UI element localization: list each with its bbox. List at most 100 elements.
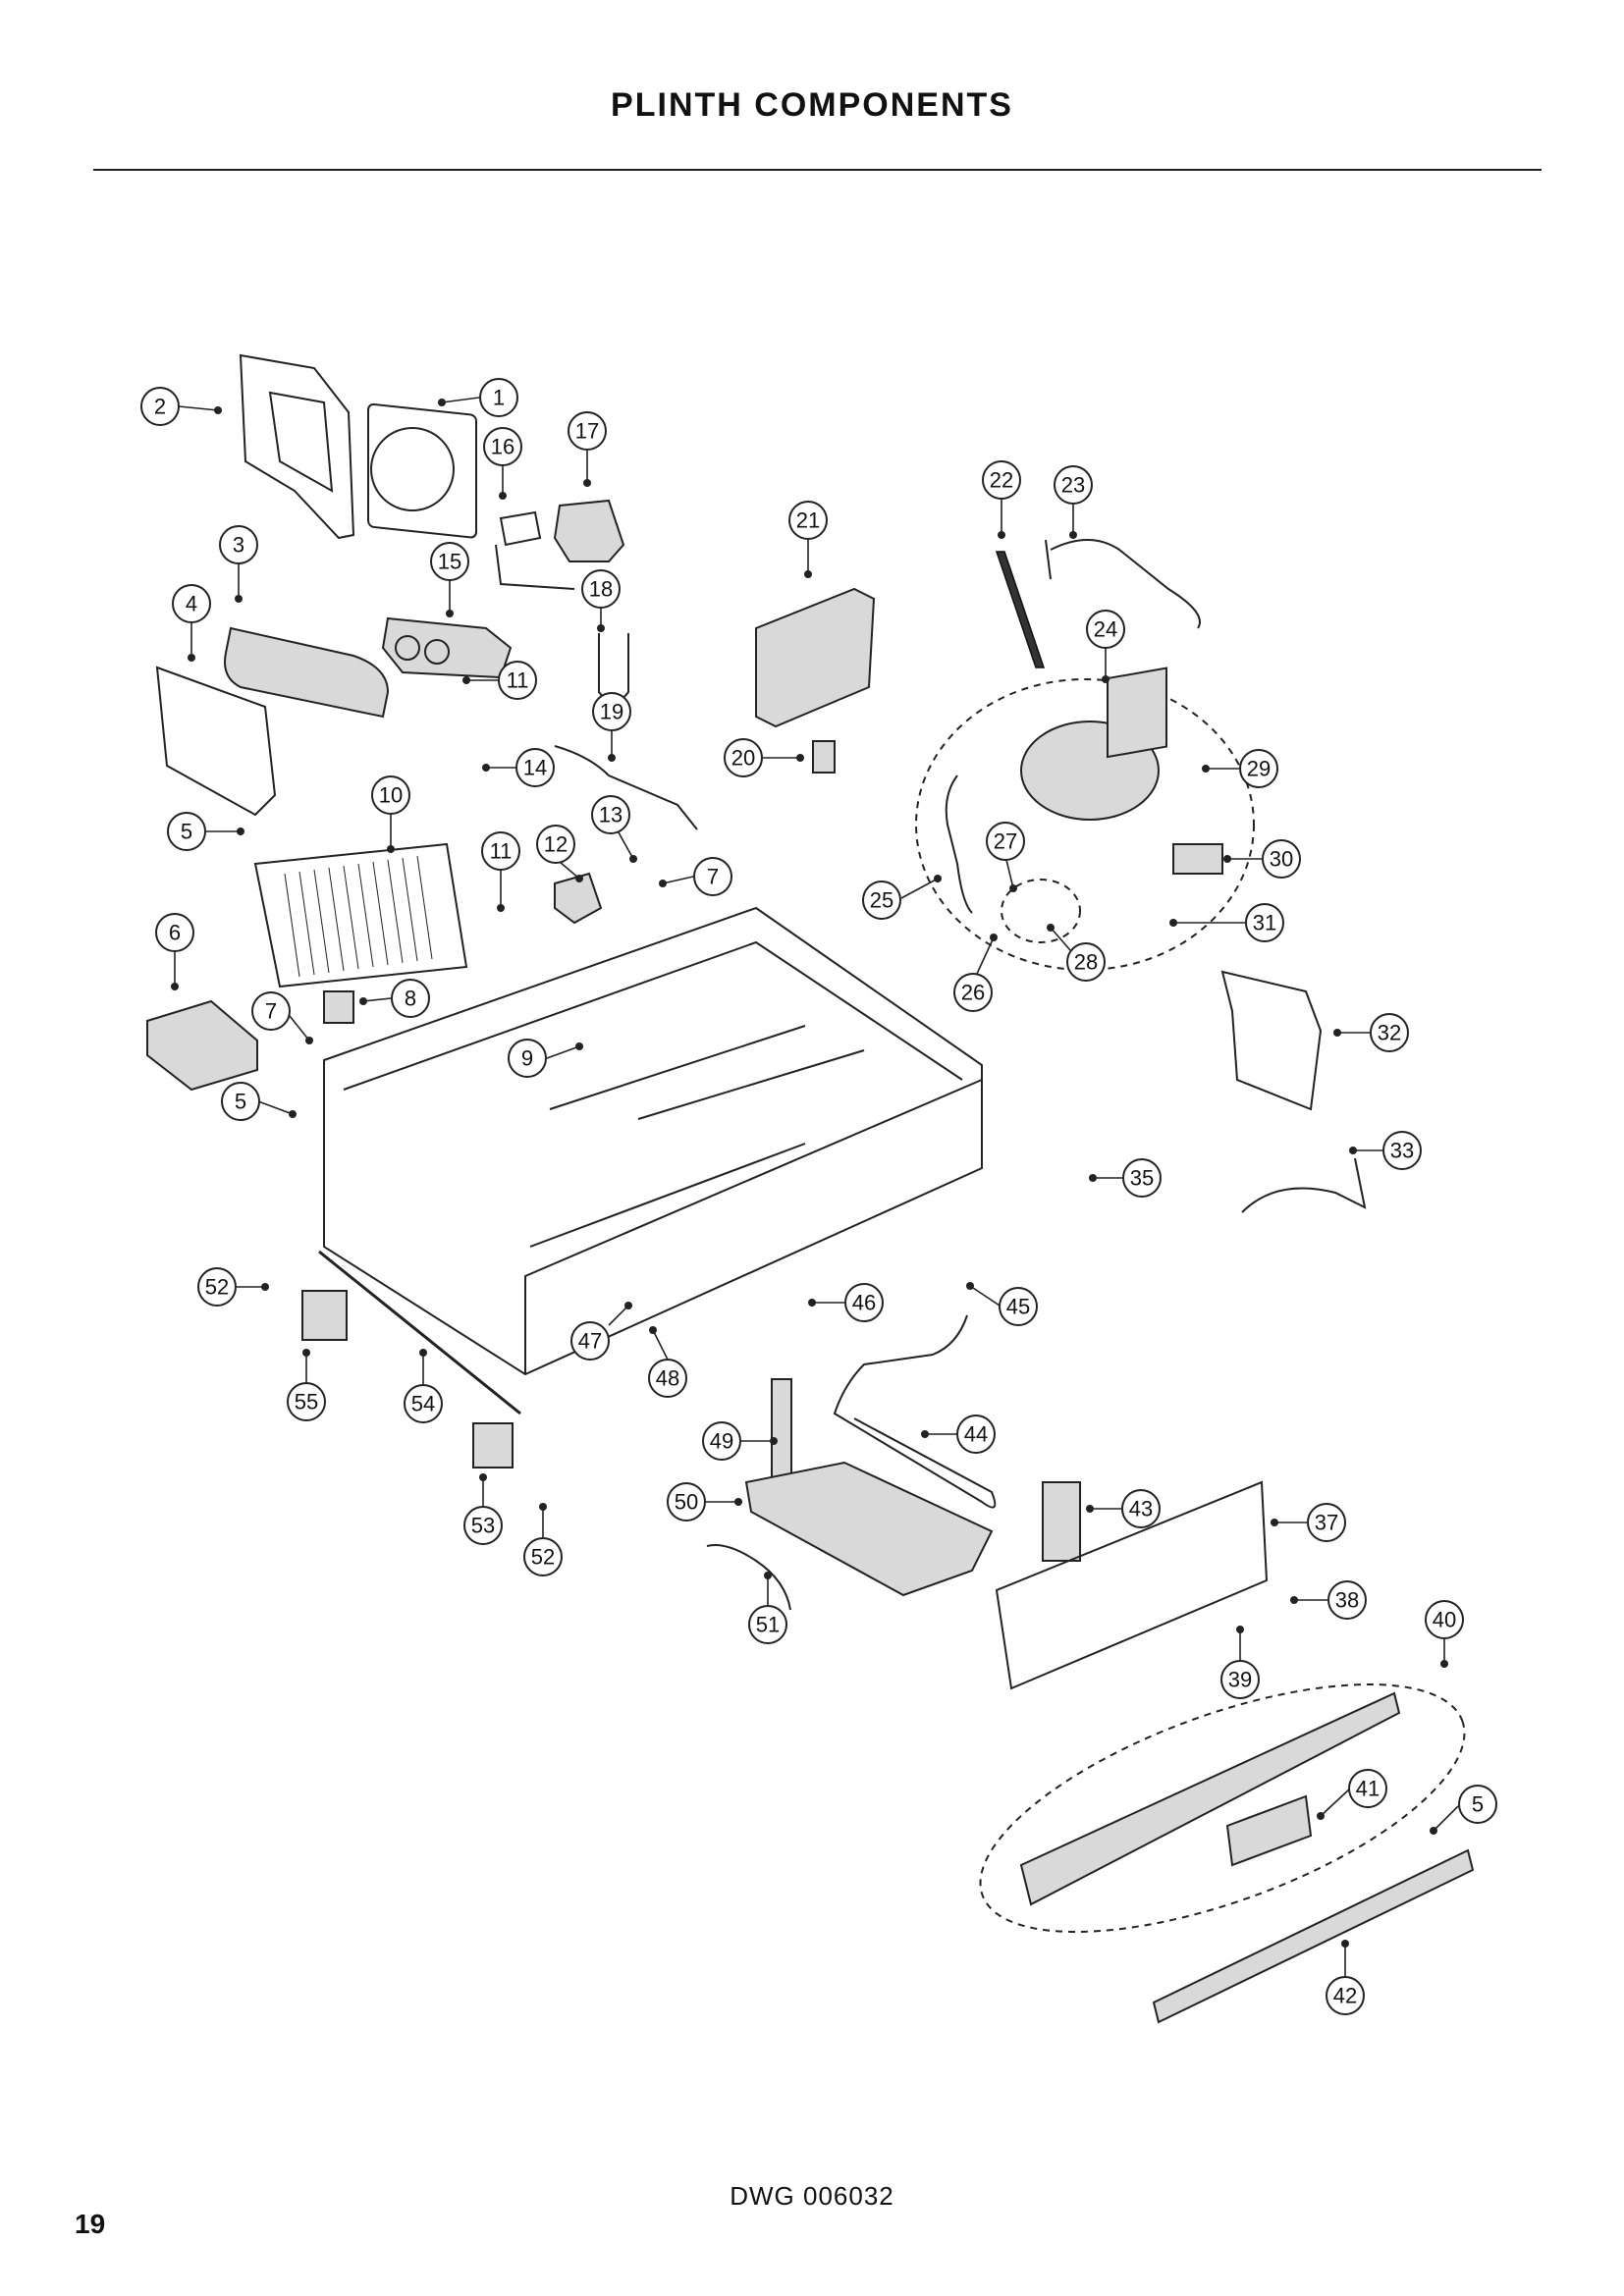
svg-text:1: 1: [493, 386, 505, 410]
heater-loop-drawing: [833, 1314, 997, 1509]
rod-drawing: [995, 551, 1046, 668]
svg-text:14: 14: [523, 756, 547, 780]
svg-text:4: 4: [186, 592, 197, 616]
svg-text:35: 35: [1130, 1166, 1154, 1191]
callout-7a: 7: [659, 857, 732, 896]
controller-drawing: [1107, 667, 1167, 759]
svg-text:52: 52: [531, 1545, 555, 1570]
valve-port-left: [395, 635, 420, 661]
callout-39: 39: [1220, 1626, 1260, 1699]
callout-24: 24: [1086, 610, 1125, 683]
switch-drawing-b: [472, 1422, 514, 1468]
actuator-rod-drawing: [318, 1250, 521, 1415]
fan-drawing: [367, 403, 477, 539]
svg-text:42: 42: [1333, 1984, 1357, 2008]
callout-3: 3: [219, 525, 258, 603]
callout-26: 26: [953, 934, 998, 1012]
svg-text:49: 49: [710, 1429, 733, 1454]
callout-14: 14: [482, 748, 555, 787]
callout-12: 12: [536, 825, 583, 882]
mounting-kit-outline: [1001, 879, 1081, 943]
trim-strip-drawing: [1152, 1848, 1475, 2024]
callout-28: 28: [1047, 924, 1106, 982]
svg-text:53: 53: [471, 1514, 495, 1538]
svg-text:15: 15: [438, 550, 461, 574]
callout-2: 2: [140, 387, 222, 426]
plinth-ribs: [529, 1025, 865, 1248]
plinth-base-inner: [343, 940, 983, 1374]
drain-hose-drawing: [706, 1544, 791, 1611]
svg-text:21: 21: [796, 508, 820, 533]
svg-text:46: 46: [852, 1291, 876, 1315]
svg-text:10: 10: [379, 783, 403, 808]
callout-16: 16: [483, 427, 522, 500]
svg-text:39: 39: [1228, 1668, 1252, 1692]
svg-text:24: 24: [1094, 617, 1117, 642]
callout-44: 44: [921, 1415, 996, 1454]
callout-5b: 5: [221, 1082, 297, 1121]
svg-text:52: 52: [205, 1275, 229, 1300]
callout-23: 23: [1054, 465, 1093, 539]
svg-text:26: 26: [961, 981, 985, 1005]
svg-text:11: 11: [507, 668, 529, 693]
valve-assembly-drawing: [381, 616, 513, 679]
svg-text:5: 5: [235, 1090, 246, 1114]
svg-text:30: 30: [1270, 847, 1293, 872]
svg-text:19: 19: [600, 700, 623, 724]
drain-pipe-drawing: [771, 1378, 792, 1478]
small-block-drawing: [323, 990, 354, 1024]
svg-text:55: 55: [295, 1390, 318, 1415]
switch-drawing-a: [301, 1290, 348, 1341]
callout-30: 30: [1223, 839, 1301, 879]
svg-text:12: 12: [544, 832, 568, 857]
callout-15: 15: [430, 542, 469, 617]
callout-41: 41: [1317, 1769, 1387, 1820]
svg-text:7: 7: [707, 865, 719, 889]
svg-text:38: 38: [1335, 1588, 1359, 1613]
callout-35: 35: [1089, 1158, 1162, 1198]
callout-31: 31: [1169, 903, 1284, 942]
callout-27: 27: [986, 822, 1025, 892]
clamp-drawing: [495, 510, 575, 590]
insulation-block-drawing: [146, 999, 258, 1092]
svg-text:37: 37: [1315, 1511, 1338, 1535]
callout-10: 10: [371, 775, 410, 853]
page-title: PLINTH COMPONENTS: [611, 86, 1013, 124]
callout-37: 37: [1271, 1503, 1346, 1542]
relay-drawing: [1172, 843, 1223, 875]
callout-48: 48: [648, 1326, 687, 1398]
callout-4: 4: [172, 584, 211, 662]
callout-25: 25: [862, 875, 942, 920]
svg-text:47: 47: [578, 1329, 602, 1354]
svg-text:27: 27: [994, 829, 1017, 854]
svg-text:33: 33: [1390, 1139, 1414, 1163]
drain-valve-drawing: [554, 872, 603, 925]
callout-8: 8: [359, 979, 430, 1018]
svg-text:45: 45: [1006, 1295, 1030, 1319]
vent-grille-drawing: [1225, 1794, 1313, 1867]
callout-51: 51: [748, 1572, 787, 1644]
callout-42: 42: [1326, 1940, 1365, 2015]
svg-text:11: 11: [490, 839, 513, 864]
title-divider: [93, 169, 1542, 171]
svg-text:2: 2: [154, 395, 166, 419]
svg-text:5: 5: [1472, 1792, 1484, 1817]
label-drawing: [812, 740, 836, 774]
svg-text:44: 44: [964, 1422, 988, 1447]
callout-9: 9: [508, 1039, 583, 1078]
svg-text:48: 48: [656, 1366, 679, 1391]
svg-text:20: 20: [731, 746, 755, 771]
callout-55: 55: [287, 1349, 326, 1421]
svg-text:43: 43: [1129, 1497, 1153, 1522]
condenser-fins: [284, 855, 433, 978]
solenoid-valve-drawing: [553, 499, 625, 562]
svg-text:3: 3: [233, 533, 244, 558]
svg-text:41: 41: [1356, 1777, 1380, 1801]
callout-bubbles: 1 2 3 4 5 6 7 8 7 9 10 11 11 12 13 14 15…: [140, 378, 1497, 2015]
callout-11a: 11: [462, 661, 537, 700]
callout-13: 13: [591, 795, 637, 863]
svg-text:17: 17: [575, 419, 599, 444]
svg-text:31: 31: [1253, 911, 1276, 935]
drawing-number: DWG 006032: [730, 2181, 894, 2211]
